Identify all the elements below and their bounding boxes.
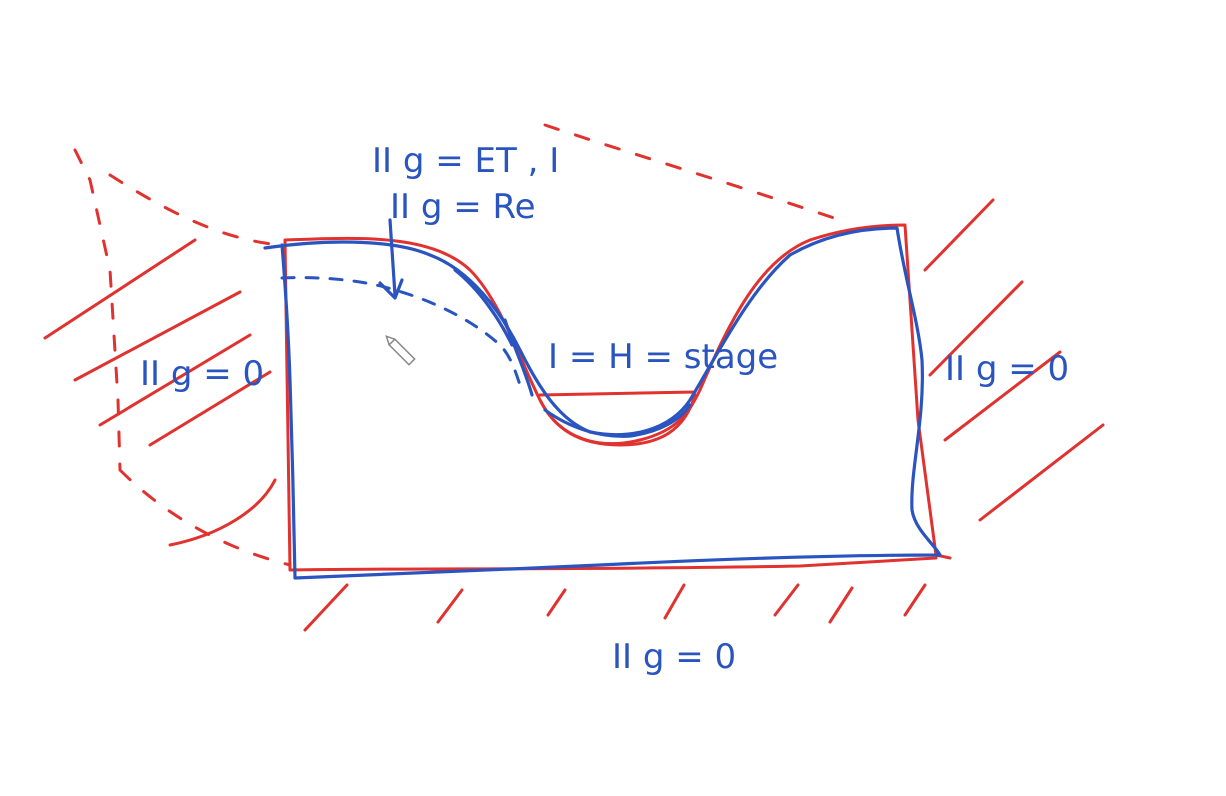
- label-bottom: II g = 0: [612, 637, 736, 677]
- right-hatching: [923, 198, 1105, 522]
- red-domain-outline: [283, 223, 952, 572]
- blue-trough-strokes: [453, 268, 692, 438]
- label-middle: I = H = stage: [548, 337, 778, 377]
- label-top-line1: II g = ET , I: [372, 141, 559, 181]
- left-hatching: [43, 238, 277, 547]
- pencil-icon: [385, 335, 416, 366]
- label-left: II g = 0: [140, 354, 264, 394]
- dashed-water-table: [280, 276, 522, 387]
- label-top-line2: II g = Re: [390, 187, 536, 227]
- dashed-water-table-outline: [73, 123, 842, 567]
- downward-arrow: [378, 218, 404, 300]
- label-right: II g = 0: [945, 349, 1069, 389]
- red-drawing: [43, 123, 1105, 632]
- blue-drawing: [263, 218, 942, 580]
- blue-domain-outline: [263, 226, 942, 580]
- bottom-hatching: [303, 583, 927, 632]
- red-lake-outline: [538, 390, 697, 447]
